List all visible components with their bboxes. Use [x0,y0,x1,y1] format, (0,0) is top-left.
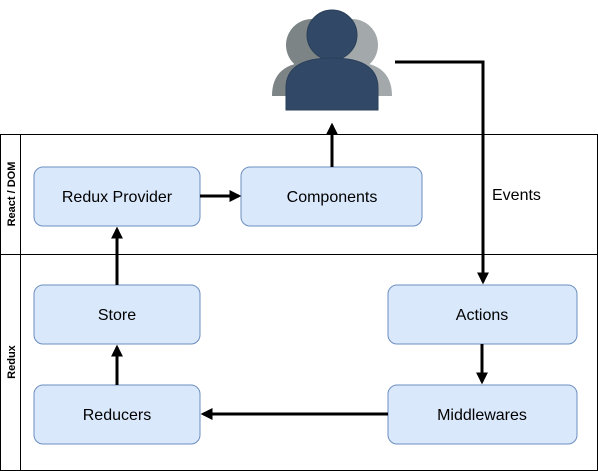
node-actions: Actions [387,284,578,345]
edge-label-events: Events [492,187,541,204]
node-middlewares-label: Middlewares [437,407,527,424]
node-middlewares: Middlewares [387,384,578,445]
node-components-label: Components [287,189,378,206]
node-actions-label: Actions [456,307,508,324]
node-store-label: Store [98,307,136,324]
node-redux-provider-label: Redux Provider [62,189,173,206]
lane-label-redux: Redux [6,344,18,379]
edge-users-to-actions [395,60,489,285]
node-redux-provider: Redux Provider [33,166,201,227]
node-components: Components [240,166,423,227]
node-reducers: Reducers [33,384,201,445]
node-reducers-label: Reducers [83,407,151,424]
lane-label-react-dom: React / DOM [6,162,18,227]
user-group-icon [272,9,392,111]
node-store: Store [33,284,201,345]
